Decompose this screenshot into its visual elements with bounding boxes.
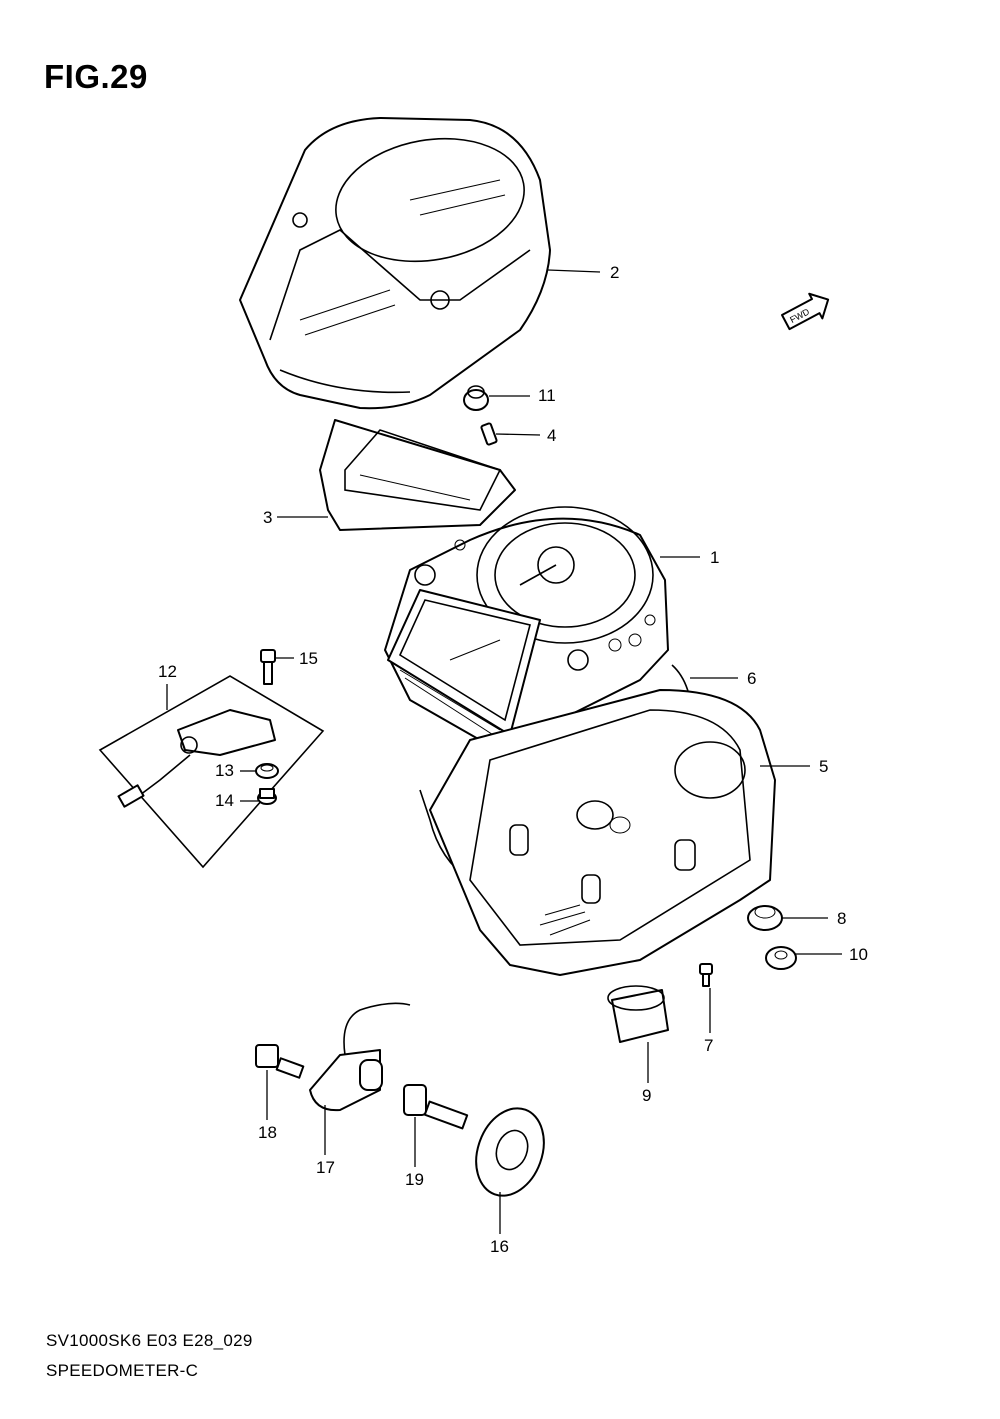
- callout-10[interactable]: 10: [796, 945, 868, 964]
- callout-number-6: 6: [747, 669, 756, 688]
- part-sensor-bracket-set[interactable]: [98, 675, 325, 869]
- leader-line-4: [495, 433, 541, 436]
- part-lower-case[interactable]: [429, 689, 776, 976]
- part-bolt-19[interactable]: [403, 1084, 469, 1130]
- callout-6[interactable]: 6: [690, 669, 756, 688]
- drawing-code: SV1000SK6 E03 E28_029: [46, 1331, 253, 1350]
- callout-number-13: 13: [215, 761, 234, 780]
- callout-4[interactable]: 4: [495, 426, 556, 445]
- callout-number-12: 12: [158, 662, 177, 681]
- part-speedometer-assembly[interactable]: [384, 506, 669, 743]
- callout-number-1: 1: [710, 548, 719, 567]
- callout-number-8: 8: [837, 909, 846, 928]
- callout-number-19: 19: [405, 1170, 424, 1189]
- part-cushion-9[interactable]: [607, 985, 669, 1043]
- part-lens-gasket[interactable]: [319, 419, 516, 531]
- callout-number-10: 10: [849, 945, 868, 964]
- callout-8[interactable]: 8: [782, 909, 846, 928]
- forward-direction-badge: FWD: [781, 292, 830, 331]
- callout-13[interactable]: 13: [215, 761, 256, 780]
- callout-18[interactable]: 18: [258, 1070, 277, 1142]
- callout-17[interactable]: 17: [316, 1105, 335, 1177]
- callout-number-2: 2: [610, 263, 619, 282]
- drawing-name: SPEEDOMETER-C: [46, 1361, 199, 1380]
- callout-number-7: 7: [704, 1036, 713, 1055]
- callout-3[interactable]: 3: [263, 508, 328, 527]
- part-cushion-13[interactable]: [255, 763, 279, 779]
- part-cushion-11[interactable]: [463, 385, 489, 411]
- callout-11[interactable]: 11: [489, 386, 556, 405]
- callout-number-16: 16: [490, 1237, 509, 1256]
- callout-5[interactable]: 5: [760, 757, 828, 776]
- callout-number-4: 4: [547, 426, 556, 445]
- callout-number-3: 3: [263, 508, 272, 527]
- part-cushion-8[interactable]: [747, 905, 783, 931]
- callout-number-5: 5: [819, 757, 828, 776]
- callout-number-9: 9: [642, 1086, 651, 1105]
- callout-19[interactable]: 19: [405, 1117, 424, 1189]
- leader-line-2: [547, 269, 601, 273]
- callout-9[interactable]: 9: [642, 1042, 651, 1105]
- part-screw-15[interactable]: [260, 649, 276, 685]
- callout-number-15: 15: [299, 649, 318, 668]
- callout-15[interactable]: 15: [276, 649, 318, 668]
- part-speed-sensor-rotor-16[interactable]: [465, 1099, 556, 1205]
- figure-title: FIG.29: [44, 58, 148, 95]
- callout-1[interactable]: 1: [660, 548, 719, 567]
- part-speed-sensor-17[interactable]: [309, 1002, 411, 1112]
- callout-16[interactable]: 16: [490, 1192, 509, 1256]
- callout-number-11: 11: [538, 386, 556, 405]
- callout-12[interactable]: 12: [158, 662, 177, 710]
- callout-2[interactable]: 2: [547, 263, 619, 282]
- part-collar-10[interactable]: [765, 946, 797, 970]
- part-bolt-18[interactable]: [255, 1044, 305, 1079]
- callout-number-17: 17: [316, 1158, 335, 1177]
- callout-number-18: 18: [258, 1123, 277, 1142]
- part-screw-4[interactable]: [480, 422, 498, 446]
- callout-14[interactable]: 14: [215, 791, 258, 810]
- callout-number-14: 14: [215, 791, 234, 810]
- part-screw-7[interactable]: [699, 963, 713, 987]
- part-collar-14[interactable]: [257, 788, 277, 805]
- part-upper-cover[interactable]: [239, 117, 551, 410]
- callout-7[interactable]: 7: [704, 988, 713, 1055]
